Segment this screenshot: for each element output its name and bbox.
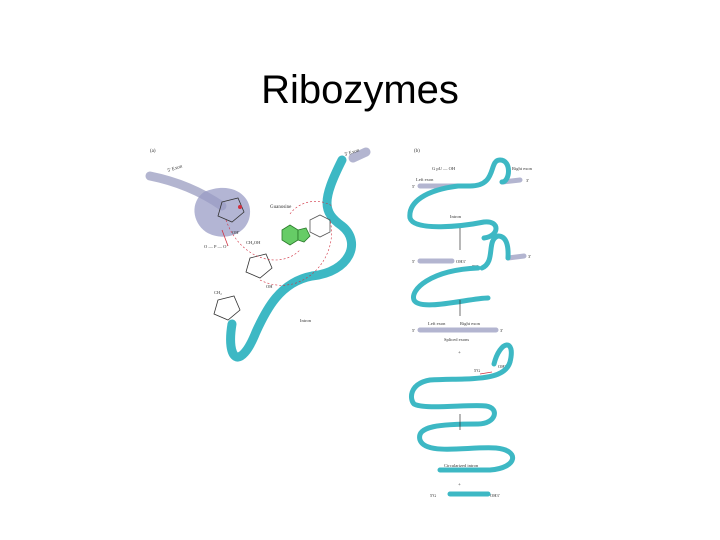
step1-three: 3' — [526, 178, 529, 183]
guanosine-highlight — [194, 187, 251, 237]
guanosine-label: Guanosine — [270, 205, 292, 210]
step1-right-exon-label: Right exon — [512, 166, 533, 171]
panel-a-letter: (a) — [150, 149, 156, 154]
step2-oh: OH3' — [456, 259, 466, 264]
step5-circularized-label: Circularized intron — [444, 463, 479, 468]
ribose-ring-middle — [245, 253, 273, 279]
step1-intron-label: Intron — [450, 214, 462, 219]
ribose-ring-bottom — [213, 295, 241, 321]
ch2-label: CH₂ — [214, 290, 222, 295]
step4-intron-strand — [409, 342, 516, 473]
step3-plus: + — [458, 351, 461, 356]
step3-spliced-label: Spliced exons — [444, 337, 469, 342]
step1-five: 5' — [412, 184, 415, 189]
step3-five: 5' — [412, 328, 415, 333]
step4-g: 5'G — [474, 368, 481, 373]
step5-oh: OH3' — [490, 493, 500, 498]
interaction-curve-1 — [225, 219, 301, 261]
guanine-hexagon — [281, 224, 299, 246]
base-ring — [309, 214, 331, 238]
intron-strand — [226, 155, 357, 362]
step4-red-arrow — [479, 371, 493, 375]
step3-right-exon-label: Right exon — [460, 321, 481, 326]
panel-a: (a) 5' Exon 3' Exon Intron Guanosine O —… — [145, 147, 371, 362]
step3-three: 3' — [500, 328, 503, 333]
oh-label: OH — [266, 284, 273, 289]
step1-gpu-label: G pU — OH — [432, 166, 456, 171]
intron-label: Intron — [300, 318, 312, 323]
oh-prime-label: OH' — [232, 230, 239, 235]
three-prime-exon-strand — [348, 147, 371, 163]
phosphate-label: O — P — O⁻ — [204, 244, 229, 249]
step5-g: 5'G — [430, 493, 437, 498]
oxygen-atom — [238, 205, 242, 209]
interaction-curve-3 — [289, 201, 333, 215]
step4-oh: OH3' — [498, 364, 508, 369]
step1-left-exon-label: Left exon — [416, 177, 434, 182]
panel-b-letter: (b) — [414, 149, 420, 154]
three-prime-exon-label: 3' Exon — [344, 148, 360, 158]
five-prime-exon-label: 5' Exon — [167, 164, 183, 174]
step2-right-exon — [505, 253, 527, 261]
step1-intron-strand — [407, 157, 511, 241]
panel-b: (b) G pU — OH Left exon Right exon 5' 3'… — [407, 149, 533, 498]
interaction-curve-2 — [259, 219, 332, 286]
ch2oh-label: CH₂OH — [246, 240, 261, 245]
guanine-pentagon — [297, 227, 311, 243]
step2-five: 5' — [412, 259, 415, 264]
ribose-ring-top — [217, 197, 245, 223]
slide-title: Ribozymes — [261, 68, 459, 112]
step3-left-exon-label: Left exon — [428, 321, 446, 326]
step2-intron-strand — [411, 233, 511, 308]
attack-arrow — [221, 229, 229, 247]
step5-plus: + — [458, 483, 461, 488]
step2-three: 3' — [528, 254, 531, 259]
